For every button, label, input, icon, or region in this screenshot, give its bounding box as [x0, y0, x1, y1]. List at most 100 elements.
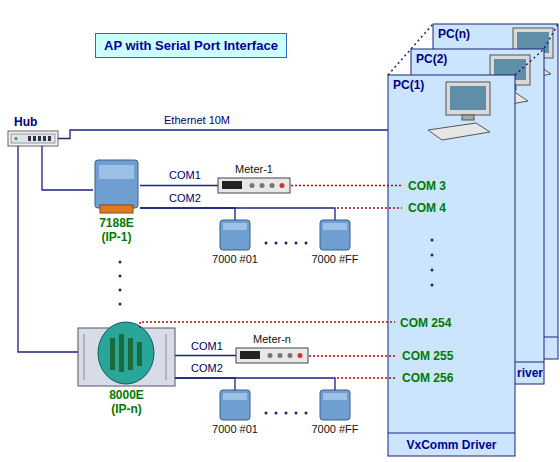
- io-module: 7000 #01: [220, 220, 250, 250]
- io-module: 7000 #01: [220, 390, 250, 420]
- ethernet-controller: 7188E (IP-1): [93, 158, 140, 214]
- hub-icon: [48, 136, 51, 141]
- io-module-icon: [223, 223, 247, 230]
- node-label: PC(1): [393, 78, 424, 92]
- com-mapping-line: [140, 186, 402, 379]
- com-port-label: COM 255: [402, 349, 453, 363]
- network-wire: [140, 185, 218, 186]
- meter-icon: [250, 183, 255, 188]
- meter: Meter-1: [218, 178, 290, 193]
- node-label: 7000 #FF: [311, 252, 358, 266]
- pc-panel: PC(1) VxComm Driver: [388, 75, 515, 456]
- ellipsis-dots: [431, 269, 434, 272]
- ellipsis-dots: [119, 289, 122, 292]
- com-mapping-line: [309, 355, 397, 357]
- ellipsis-dots: [275, 242, 278, 245]
- pc-monitor-icon: [428, 123, 490, 140]
- ethernet-controller: 8000E (IP-n): [78, 328, 175, 386]
- controller-icon: [95, 160, 138, 213]
- hub-icon: [15, 137, 18, 140]
- meter-icon: [236, 348, 308, 363]
- connector-label: COM1: [168, 169, 202, 182]
- com-port-label: COM 3: [408, 179, 446, 193]
- pc-panel: PC(n): [433, 24, 558, 359]
- meter-icon: [222, 181, 242, 189]
- stack-guide: [515, 24, 558, 75]
- node-label: 8000E (IP-n): [102, 388, 152, 416]
- ellipsis-dots: [119, 261, 122, 264]
- io-module-icon: [223, 393, 247, 400]
- pc-monitor-icon: [450, 86, 486, 110]
- connector-label: Ethernet 10M: [163, 114, 231, 127]
- network-wire: [18, 146, 78, 352]
- meter-icon: [218, 178, 290, 193]
- ellipsis-dots: [295, 412, 298, 415]
- controller-icon: [99, 165, 134, 179]
- ellipsis-dots: [119, 303, 122, 306]
- connector-label: COM2: [168, 192, 202, 205]
- network-wire: [140, 208, 335, 220]
- controller-icon: [100, 205, 133, 213]
- io-module-icon: [220, 220, 350, 250]
- ellipsis-dots: [119, 239, 434, 415]
- meter: Meter-n: [236, 348, 308, 363]
- hub-icon: [28, 136, 31, 141]
- com-port-label: COM 4: [408, 201, 446, 215]
- node-label: PC(n): [438, 27, 470, 41]
- stack-guide: [388, 24, 558, 75]
- meter-icon: [270, 183, 275, 188]
- node-label: Meter-1: [235, 162, 273, 176]
- com-mapping-line: [140, 322, 395, 328]
- com-port-label: COM 254: [400, 316, 451, 330]
- meter-icon: [288, 353, 293, 358]
- node-label: 7188E (IP-1): [92, 216, 142, 244]
- network-wire: [175, 355, 236, 356]
- node-label: 7000 #FF: [311, 422, 358, 436]
- pc-panel-front: [388, 433, 515, 434]
- node-label: 7000 #01: [212, 252, 258, 266]
- controller-icon: [110, 338, 115, 370]
- controller-icon: [98, 322, 154, 384]
- meter-icon: [240, 351, 260, 359]
- io-module-icon: [320, 220, 350, 250]
- meter-icon: [260, 183, 265, 188]
- controller-icon: [95, 160, 138, 208]
- ellipsis-dots: [305, 242, 308, 245]
- pc-panel: PC(2): [411, 49, 544, 384]
- pc-panel-front: [388, 75, 515, 456]
- controller-icon: [137, 342, 142, 366]
- network-wire: [175, 378, 235, 390]
- hub-icon: [8, 131, 58, 146]
- controller-icon: [78, 322, 175, 386]
- controller-icon: [119, 334, 124, 372]
- controller-icon: [128, 338, 133, 370]
- meter-icon: [280, 183, 285, 188]
- com-mapping-line: [337, 207, 402, 209]
- diagram-title: AP with Serial Port Interface: [95, 33, 287, 58]
- hub-icon: [8, 131, 58, 146]
- ellipsis-dots: [305, 412, 308, 415]
- hub-icon: [38, 136, 41, 141]
- pc-monitor-icon: [428, 82, 490, 140]
- com-port-label: COM 256: [402, 371, 453, 385]
- node-label: VxComm Driver: [388, 434, 515, 456]
- node-label: 7000 #01: [212, 422, 258, 436]
- ellipsis-dots: [431, 239, 434, 242]
- network-wire: [175, 378, 335, 390]
- io-module-icon: [323, 393, 347, 400]
- ellipsis-dots: [265, 242, 268, 245]
- panel-caption: river: [517, 366, 543, 380]
- network-wire: [140, 208, 235, 220]
- pc-monitor-icon: [446, 82, 490, 115]
- pc-panel-front: [388, 75, 515, 456]
- meter-icon: [218, 178, 290, 193]
- com-mapping-line: [291, 185, 402, 187]
- node-label: PC(2): [416, 52, 447, 66]
- pc-monitor-icon: [462, 115, 474, 120]
- io-module-icon: [220, 390, 250, 420]
- ellipsis-dots: [431, 284, 434, 287]
- hub-icon: [11, 134, 55, 143]
- io-module-icon: [323, 223, 347, 230]
- controller-icon: [166, 334, 167, 380]
